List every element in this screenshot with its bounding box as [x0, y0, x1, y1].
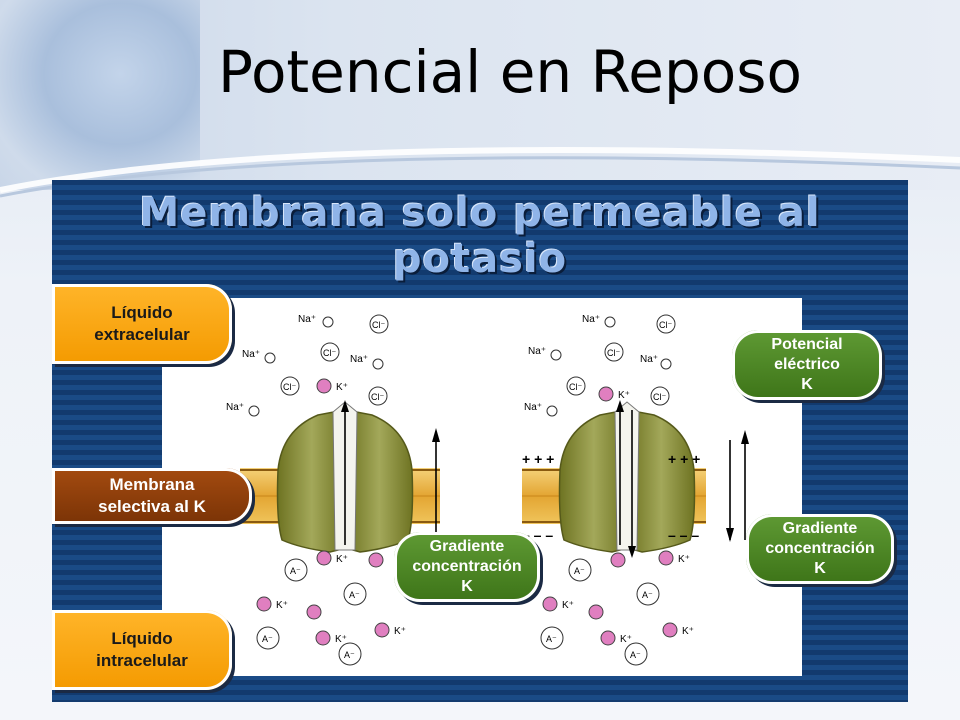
left-membrane	[240, 400, 440, 553]
k-ion-label: K⁺	[678, 554, 690, 565]
cl-ion-label: Cl⁻	[607, 348, 620, 358]
k-ion-label: K⁺	[276, 600, 288, 611]
cl-ion-label: Cl⁻	[659, 320, 672, 330]
label-potencial-line-2: eléctrico	[774, 356, 840, 373]
na-ion-label: Na⁺	[528, 346, 546, 357]
label-membrana-line-1: Membrana	[109, 475, 195, 494]
charge-plus-left: + + +	[522, 451, 554, 467]
right-extracellular-ions: Na⁺ Na⁺ Na⁺ Na⁺ Cl⁻ Cl⁻ Cl⁻ Cl⁻ K⁺	[524, 314, 676, 417]
na-ion-label: Na⁺	[350, 354, 368, 365]
label-gradiente-right-line-2: concentración	[765, 540, 875, 557]
right-channel-subunit-b	[627, 409, 696, 553]
figure-title: Membrana solo permeable al potasio	[52, 190, 908, 282]
label-membrana-selectiva: Membrana selectiva al K	[52, 468, 252, 524]
label-gradiente-right-line-3: K	[814, 560, 826, 577]
k-ion-label: K⁺	[562, 600, 574, 611]
label-intracelular-line-2: intracelular	[96, 651, 188, 670]
charge-plus-right: + + +	[668, 451, 700, 467]
left-extracellular-ions: Na⁺ Na⁺ Na⁺ Na⁺ Cl⁻ Cl⁻ Cl⁻ Cl⁻ K⁺	[226, 314, 389, 417]
cl-ion-label: Cl⁻	[323, 348, 336, 358]
left-intracellular-ions: K⁺ A⁻ A⁻ K⁺ A⁻ K⁺ K⁺ A⁻	[256, 550, 406, 666]
anion-label: A⁻	[344, 650, 355, 660]
label-liquido-extracelular: Líquido extracelular	[52, 284, 232, 364]
k-ion-label: K⁺	[618, 390, 630, 401]
cl-ion-label: Cl⁻	[371, 392, 384, 402]
label-gradiente-left-line-1: Gradiente	[429, 538, 505, 555]
anion-label: A⁻	[546, 634, 557, 644]
label-potencial-line-1: Potencial	[771, 336, 843, 353]
k-ion-label: K⁺	[620, 634, 632, 645]
right-channel-subunit-a	[558, 409, 629, 553]
cl-ion-label: Cl⁻	[372, 320, 385, 330]
label-liquido-intracelular: Líquido intracelular	[52, 610, 232, 690]
right-intracellular-ions: K⁺ A⁻ A⁻ K⁺ A⁻ K⁺ K⁺ A⁻	[540, 550, 694, 666]
slide-title: Potencial en Reposo	[218, 38, 802, 106]
surgeon-photo	[0, 0, 200, 185]
k-ion-label: K⁺	[335, 634, 347, 645]
label-extracelular-line-2: extracelular	[94, 325, 190, 344]
cl-ion-label: Cl⁻	[569, 382, 582, 392]
anion-label: A⁻	[290, 566, 301, 576]
charge-minus-right: – – –	[668, 527, 699, 543]
cl-ion-label: Cl⁻	[283, 382, 296, 392]
anion-label: A⁻	[630, 650, 641, 660]
label-gradiente-right-line-1: Gradiente	[782, 520, 858, 537]
anion-label: A⁻	[642, 590, 653, 600]
na-ion-label: Na⁺	[524, 402, 542, 413]
na-ion-label: Na⁺	[582, 314, 600, 325]
figure-title-line-1: Membrana solo permeable al	[139, 190, 821, 236]
label-gradiente-left-line-2: concentración	[412, 558, 522, 575]
label-potencial-electrico: Potencial eléctrico K	[732, 330, 882, 400]
cl-ion-label: Cl⁻	[653, 392, 666, 402]
na-ion-label: Na⁺	[242, 349, 260, 360]
label-gradiente-right: Gradiente concentración K	[746, 514, 894, 584]
label-extracelular-line-1: Líquido	[111, 303, 173, 322]
right-membrane	[522, 400, 749, 558]
label-gradiente-left: Gradiente concentración K	[394, 532, 540, 602]
k-ion-label: K⁺	[336, 554, 348, 565]
anion-label: A⁻	[262, 634, 273, 644]
na-ion-label: Na⁺	[298, 314, 316, 325]
left-channel-subunit-a	[276, 409, 347, 553]
k-ion-label: K⁺	[394, 626, 406, 637]
label-potencial-line-3: K	[801, 376, 813, 393]
na-ion-label: Na⁺	[226, 402, 244, 413]
na-ion-label: Na⁺	[640, 354, 658, 365]
k-ion-label: K⁺	[682, 626, 694, 637]
anion-label: A⁻	[349, 590, 360, 600]
left-channel-subunit-b	[345, 409, 414, 553]
label-membrana-line-2: selectiva al K	[98, 497, 206, 516]
label-intracelular-line-1: Líquido	[111, 629, 173, 648]
anion-label: A⁻	[574, 566, 585, 576]
k-ion-label: K⁺	[336, 382, 348, 393]
figure-title-line-2: potasio	[392, 236, 568, 282]
label-gradiente-left-line-3: K	[461, 578, 473, 595]
